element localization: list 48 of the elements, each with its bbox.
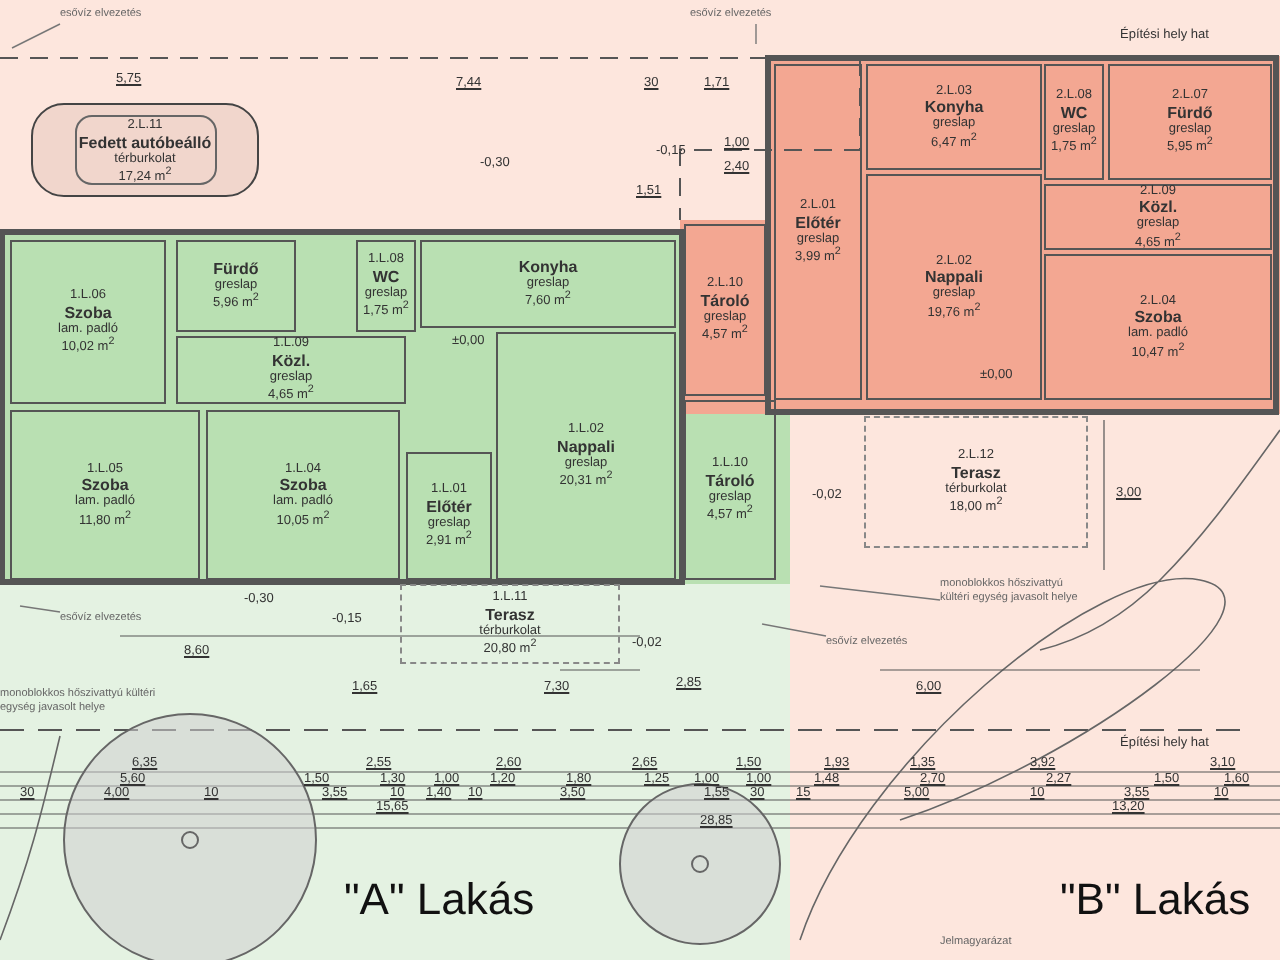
leader-line: [19, 605, 61, 613]
room-name: Konyha: [518, 257, 578, 276]
room-name: Előtér: [426, 497, 472, 516]
room-name: Terasz: [485, 605, 535, 624]
terrace-area: [400, 584, 620, 664]
room-name: Fürdő: [1167, 103, 1213, 122]
room-outline: [420, 240, 676, 328]
room-name: Szoba: [64, 303, 112, 322]
room-name: WC: [372, 267, 400, 286]
room-name: Fedett autóbeálló: [78, 133, 212, 152]
room-name: Szoba: [279, 476, 327, 495]
room-outline: [10, 410, 200, 580]
room-name: Szoba: [1134, 308, 1182, 327]
room-outline: [496, 332, 676, 580]
room-outline: [176, 336, 406, 404]
room-name: Szoba: [81, 476, 129, 495]
room-outline: [774, 64, 862, 400]
room-name: Előtér: [795, 213, 841, 232]
leader-line: [761, 623, 827, 637]
room-outline: [1044, 184, 1272, 250]
room-name: Közl.: [271, 351, 311, 370]
room-name: WC: [1060, 103, 1088, 122]
room-outline: [684, 400, 776, 580]
room-outline: [1108, 64, 1272, 180]
room-name: Terasz: [951, 463, 1001, 482]
leader-line: [819, 585, 941, 601]
apartment-title: "A" Lakás: [344, 876, 535, 924]
room-name: Közl.: [1138, 198, 1178, 217]
room-outline: [1044, 254, 1272, 400]
room-outline: [176, 240, 296, 332]
room-outline: [684, 224, 766, 396]
room-outline: [866, 64, 1042, 170]
room-name: Konyha: [924, 98, 984, 117]
room-name: Tároló: [700, 291, 750, 310]
room-name: Nappali: [925, 268, 983, 287]
terrace-area: [864, 416, 1088, 548]
room-outline: [10, 240, 166, 404]
room-name: Fürdő: [213, 259, 259, 278]
room-name: Tároló: [705, 471, 755, 490]
room-outline: [356, 240, 416, 332]
leader-line: [755, 23, 757, 45]
room-name: Nappali: [557, 437, 615, 456]
apartment-title: "B" Lakás: [1060, 876, 1251, 924]
room-outline: [1044, 64, 1104, 180]
room-outline: [206, 410, 400, 580]
room-outline: [406, 452, 492, 580]
room-outline: [866, 174, 1042, 400]
leader-line: [11, 23, 61, 49]
